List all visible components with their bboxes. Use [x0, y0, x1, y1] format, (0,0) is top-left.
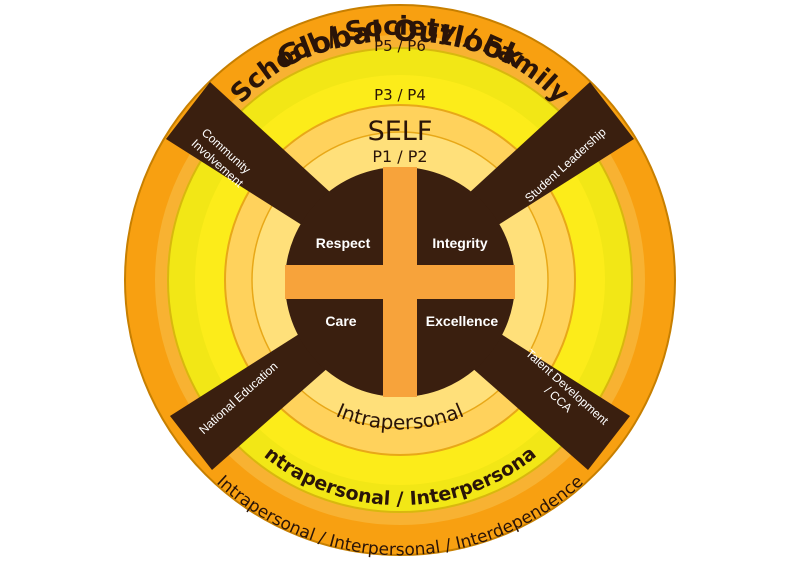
spoke-bottom-left — [170, 322, 346, 470]
spoke-bottom-right — [454, 322, 630, 470]
value-excellence: Excellence — [426, 313, 499, 329]
value-respect: Respect — [316, 235, 371, 251]
spoke-top-right — [457, 82, 634, 234]
self-title: SELF — [368, 116, 433, 147]
global-outlook-levels: P5 / P6 — [374, 37, 426, 55]
value-care: Care — [325, 313, 356, 329]
cross-horizontal — [285, 265, 515, 299]
value-integrity: Integrity — [432, 235, 487, 251]
spoke-top-left — [166, 82, 343, 234]
school-society-family-levels: P3 / P4 — [374, 86, 426, 104]
self-levels: P1 / P2 — [372, 147, 427, 166]
